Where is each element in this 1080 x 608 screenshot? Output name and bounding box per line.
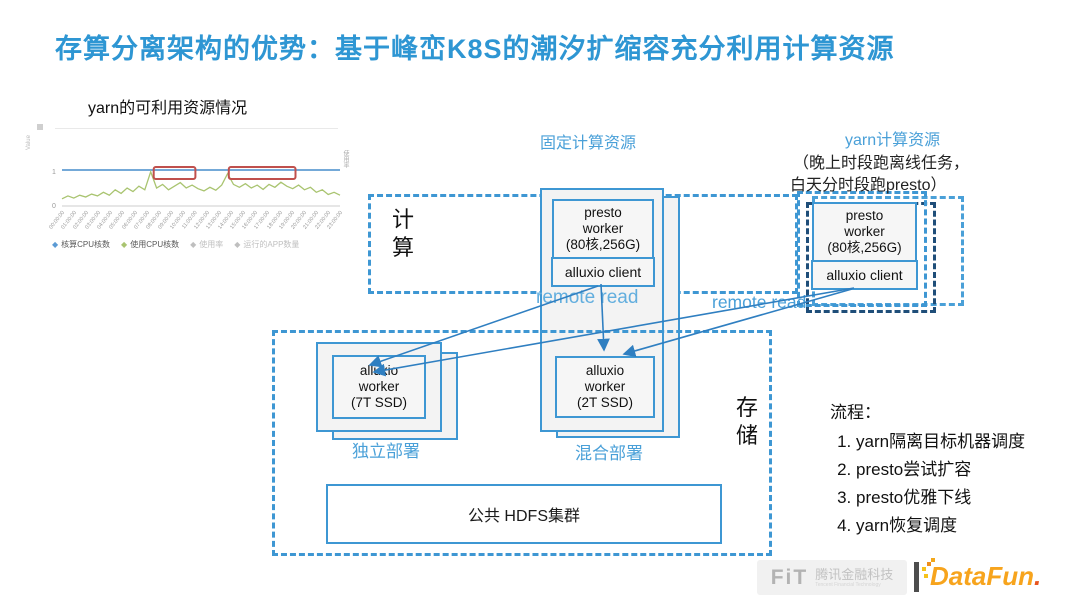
chart-title: yarn的可利用资源情况: [88, 100, 248, 117]
tencent-fintech-label: 腾讯金融科技: [815, 566, 894, 582]
hdfs-cluster-label: 公共 HDFS集群: [467, 508, 580, 525]
storage-region-label: 存储: [736, 395, 759, 448]
legend-marker-icon: ◆: [234, 239, 241, 249]
datafun-pixel-icon: [924, 574, 928, 578]
yarn-compute-caption: yarn计算资源: [845, 132, 941, 149]
tencent-fintech-en-label: Tencent Financial Technology: [815, 581, 881, 588]
page-title: 存算分离架构的优势：基于峰峦K8S的潮汐扩缩容充分利用计算资源: [55, 34, 895, 64]
alluxio-worker-node-colocated: alluxio worker (2T SSD): [555, 356, 655, 418]
y-axis-label: Value: [26, 135, 32, 150]
alluxio-worker-node-standalone: alluxio worker (7T SSD): [332, 355, 426, 419]
datafun-logo-dot: .: [1034, 561, 1042, 591]
legend-marker-icon: ◆: [121, 239, 128, 249]
yarn-resource-chart: 1 0: [52, 166, 341, 210]
compute-region-label: 计算: [392, 207, 415, 260]
presto-worker-label: presto worker: [844, 207, 885, 239]
remote-read-label-left: remote read: [536, 287, 639, 308]
standalone-deploy-label: 独立部署: [352, 442, 420, 461]
remote-read-label-right: remote read: [712, 292, 807, 312]
alluxio-client-node-yarn: alluxio client: [811, 260, 918, 290]
annotation-rects: [152, 166, 297, 180]
datafun-pixel-icon: [922, 567, 926, 571]
legend-marker-icon: ◆: [52, 239, 59, 249]
legend-label: 运行的APP数量: [243, 240, 300, 249]
yarn-note-line1: （晚上时段跑离线任务，: [793, 155, 970, 172]
alluxio-client-label: alluxio client: [564, 263, 642, 280]
yarn-note-line2: 白天分时段跑presto）: [790, 177, 947, 194]
chart-legend: ◆核算CPU核数◆使用CPU核数◆使用率◆运行的APP数量: [52, 239, 352, 250]
datafun-pixel-icon: [927, 562, 931, 566]
alluxio-worker-spec: (2T SSD): [576, 395, 633, 411]
alluxio-client-node-fixed: alluxio client: [551, 257, 655, 287]
chart-top-gridline: [55, 128, 338, 129]
presto-worker-label: presto worker: [582, 204, 624, 236]
fit-logo-text: FiT: [770, 565, 809, 589]
alluxio-client-label: alluxio client: [826, 266, 903, 283]
datafun-pixel-icon: [931, 558, 935, 562]
legend-label: 使用率: [199, 240, 224, 249]
presto-worker-spec: (80核,256G): [827, 240, 902, 256]
flow-step: yarn隔离目标机器调度: [856, 427, 1060, 452]
colocated-deploy-label: 混合部署: [575, 444, 643, 463]
legend-item[interactable]: ◆使用率: [190, 239, 223, 250]
flow-step: presto优雅下线: [856, 483, 1060, 508]
flow-heading: 流程：: [830, 403, 881, 422]
datafun-logo: DataFun.: [922, 558, 1042, 592]
legend-marker-icon: ◆: [190, 239, 197, 249]
right-axis-label: 使用率: [342, 150, 348, 168]
alluxio-worker-spec: (7T SSD): [350, 395, 407, 411]
y-tick-0: 0: [52, 203, 56, 210]
flow-list: yarn隔离目标机器调度 presto尝试扩容 presto优雅下线 yarn恢…: [830, 427, 1060, 536]
alluxio-worker-label: alluxio worker: [584, 362, 626, 394]
alluxio-worker-label: alluxio worker: [358, 362, 400, 394]
legend-item[interactable]: ◆运行的APP数量: [234, 239, 299, 250]
legend-item[interactable]: ◆使用CPU核数: [121, 239, 179, 250]
hdfs-cluster-box: 公共 HDFS集群: [326, 484, 722, 544]
flow-steps: 流程： yarn隔离目标机器调度 presto尝试扩容 presto优雅下线 y…: [830, 398, 1060, 539]
legend-label: 使用CPU核数: [130, 240, 180, 249]
chart-corner-icon: [37, 124, 43, 130]
datafun-logo-text: DataFun: [930, 561, 1034, 591]
flow-step: presto尝试扩容: [856, 455, 1060, 480]
footer-divider: [914, 562, 919, 592]
legend-label: 核算CPU核数: [61, 240, 111, 249]
yarn-stack-box-front: [797, 191, 927, 307]
legend-item[interactable]: ◆核算CPU核数: [52, 239, 110, 250]
presto-worker-spec: (80核,256G): [565, 237, 641, 253]
usage-line: [61, 169, 341, 200]
fixed-compute-caption: 固定计算资源: [540, 135, 637, 152]
presto-worker-node-yarn: presto worker (80核,256G): [812, 202, 917, 262]
presto-worker-node-fixed: presto worker (80核,256G): [552, 199, 654, 259]
fit-tencent-logo: FiT 腾讯金融科技 Tencent Financial Technology: [757, 560, 907, 595]
y-tick-1: 1: [52, 169, 56, 176]
flow-step: yarn恢复调度: [856, 511, 1060, 536]
